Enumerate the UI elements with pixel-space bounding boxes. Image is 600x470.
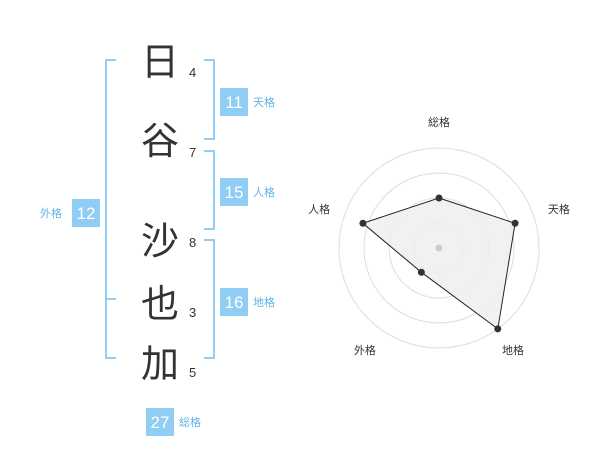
name-char-4: 也: [141, 282, 179, 326]
chikaku-bracket: [204, 239, 215, 359]
radar-point: [359, 219, 367, 227]
radar-axis-label: 地格: [502, 343, 524, 357]
jinkaku-box: [220, 178, 248, 206]
chikaku-group: 16 地格: [220, 288, 275, 316]
name-char-3: 沙: [141, 219, 179, 263]
tenkaku-group: 11 天格: [220, 88, 275, 116]
chikaku-label: 地格: [253, 295, 275, 309]
soukaku-group: 27 総格: [146, 408, 201, 436]
radar-point: [494, 325, 502, 333]
stroke-count-4: 3: [189, 305, 196, 320]
radar-axis-label: 人格: [308, 202, 330, 216]
jinkaku-bracket: [204, 150, 215, 230]
name-char-2: 谷: [141, 119, 179, 163]
gaikaku-group: 12 外格: [40, 199, 100, 227]
tenkaku-value: 11: [225, 93, 243, 112]
gaikaku-bracket: [105, 59, 116, 359]
radar-ring: [363, 172, 515, 324]
radar-points: [359, 194, 519, 333]
radar-ring: [338, 147, 540, 349]
radar-axis-label: 天格: [548, 202, 570, 216]
name-char-1: 日: [141, 40, 179, 84]
radar-axis-label: 外格: [354, 343, 376, 357]
stroke-count-3: 8: [189, 235, 196, 250]
chikaku-value: 16: [225, 293, 244, 312]
tenkaku-bracket: [204, 59, 215, 140]
radar-point: [435, 194, 443, 202]
tenkaku-label: 天格: [253, 95, 275, 109]
gaikaku-value: 12: [77, 204, 96, 223]
name-characters: 日 谷 沙 也 加: [141, 40, 179, 386]
brackets: [105, 59, 215, 359]
jinkaku-label: 人格: [253, 185, 275, 199]
jinkaku-value: 15: [225, 183, 244, 202]
chikaku-box: [220, 288, 248, 316]
radar-axis-label: 総格: [428, 115, 450, 129]
soukaku-box: [146, 408, 174, 436]
stroke-count-2: 7: [189, 145, 196, 160]
name-char-5: 加: [141, 342, 179, 386]
soukaku-value: 27: [151, 413, 170, 432]
gaikaku-box: [72, 199, 100, 227]
tenkaku-box: [220, 88, 248, 116]
radar-center-dot: [435, 244, 443, 252]
soukaku-label: 総格: [179, 415, 201, 429]
radar-point: [511, 219, 519, 227]
radar-polygon: [361, 197, 516, 330]
radar-point: [417, 268, 425, 276]
stroke-count-1: 4: [189, 65, 196, 80]
gaikaku-label: 外格: [40, 206, 62, 220]
stroke-counts: 4 7 8 3 5: [189, 65, 196, 380]
jinkaku-group: 15 人格: [220, 178, 275, 206]
stroke-count-5: 5: [189, 365, 196, 380]
